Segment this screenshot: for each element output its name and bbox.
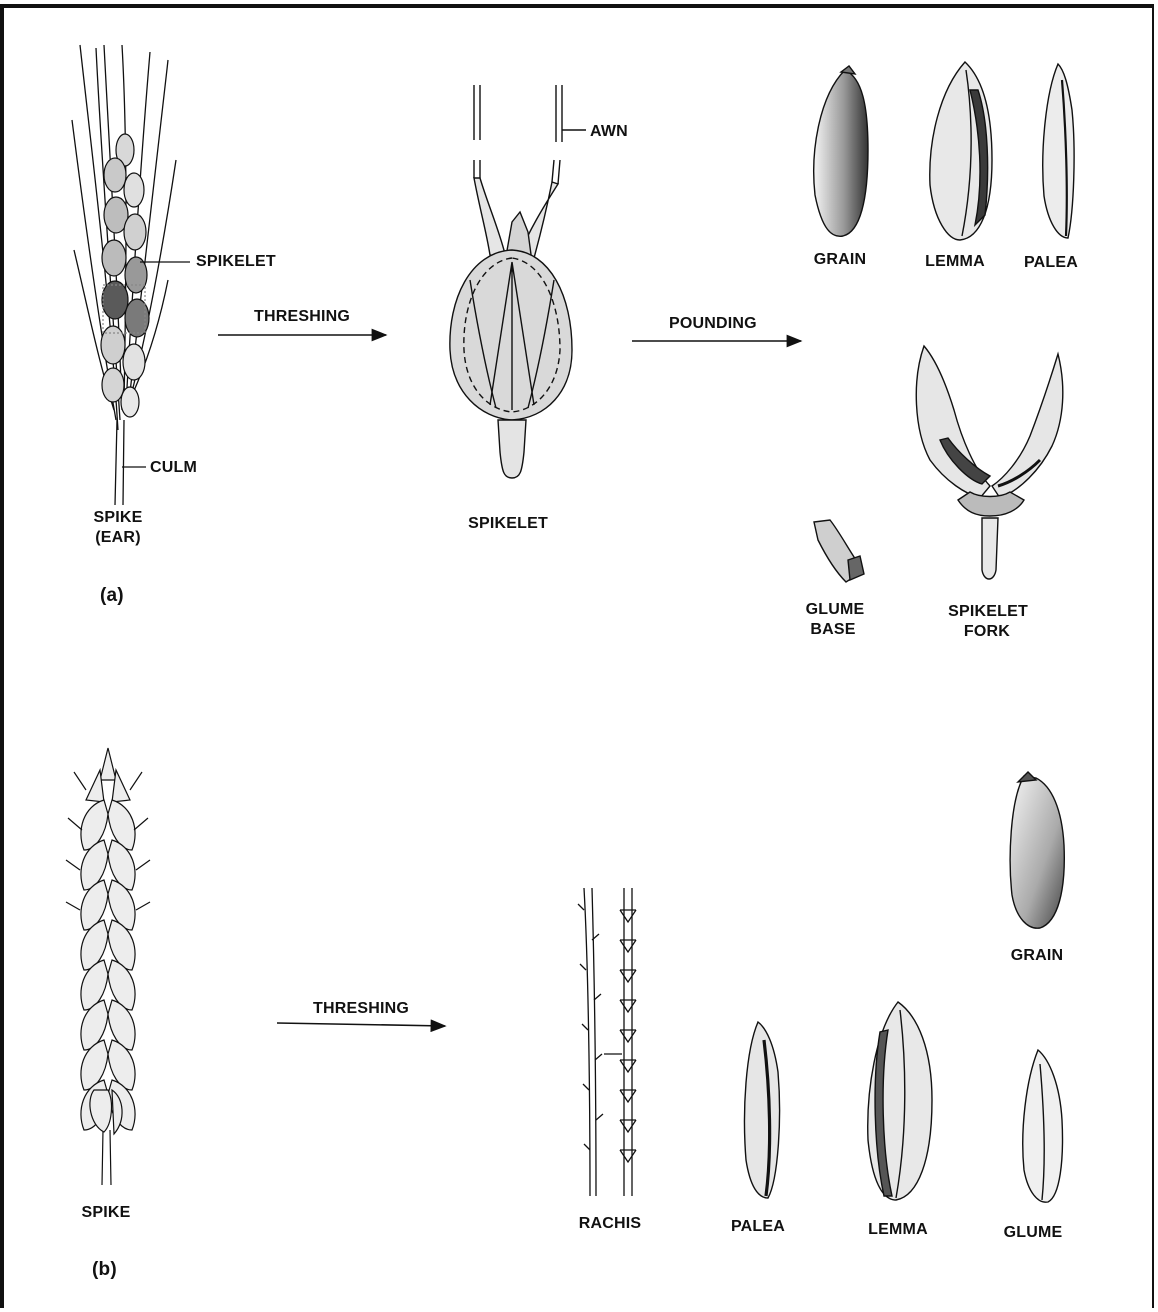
glume-b-drawing <box>1023 1050 1063 1202</box>
spike-b-drawing <box>66 748 150 1185</box>
panel-b-label: (b) <box>92 1260 117 1280</box>
palea-b-drawing <box>745 1022 780 1198</box>
spikelet-fork-label-line1: SPIKELET <box>948 602 1028 622</box>
spikelet-label: SPIKELET <box>468 514 548 534</box>
palea-b-label: PALEA <box>731 1217 785 1237</box>
threshing-arrow-b <box>277 1023 445 1026</box>
spike-ear-drawing <box>72 45 176 505</box>
spike-spikelet-callout: SPIKELET <box>196 252 276 272</box>
lemma-b-label: LEMMA <box>868 1220 928 1240</box>
palea-a-label: PALEA <box>1024 253 1078 273</box>
rachis-drawing <box>578 888 636 1196</box>
lemma-a-label: LEMMA <box>925 252 985 272</box>
spikelet-fork-drawing <box>916 346 1063 579</box>
glume-base-label-line2: BASE <box>810 620 855 640</box>
grain-b-label: GRAIN <box>1011 946 1064 966</box>
spike-ear-label-line2: (EAR) <box>95 528 140 548</box>
spike-b-label: SPIKE <box>81 1203 130 1223</box>
spike-ear-label-line1: SPIKE <box>93 508 142 528</box>
culm-callout: CULM <box>150 458 197 478</box>
grain-a-drawing <box>814 66 868 236</box>
glume-b-label: GLUME <box>1004 1223 1063 1243</box>
spikelet-fork-label-line2: FORK <box>964 622 1010 642</box>
pounding-label: POUNDING <box>669 314 757 334</box>
awn-callout: AWN <box>590 122 628 142</box>
rachis-label: RACHIS <box>579 1214 642 1234</box>
lemma-b-drawing <box>868 1002 932 1200</box>
glume-base-label-line1: GLUME <box>806 600 865 620</box>
threshing-label-b: THRESHING <box>313 999 409 1019</box>
spikelet-drawing <box>450 85 586 478</box>
lemma-a-drawing <box>930 62 992 240</box>
glume-base-drawing <box>814 520 864 582</box>
palea-a-drawing <box>1043 64 1074 238</box>
grain-a-label: GRAIN <box>814 250 867 270</box>
grain-b-drawing <box>1010 772 1064 928</box>
threshing-label-a: THRESHING <box>254 307 350 327</box>
panel-a-label: (a) <box>100 586 124 606</box>
